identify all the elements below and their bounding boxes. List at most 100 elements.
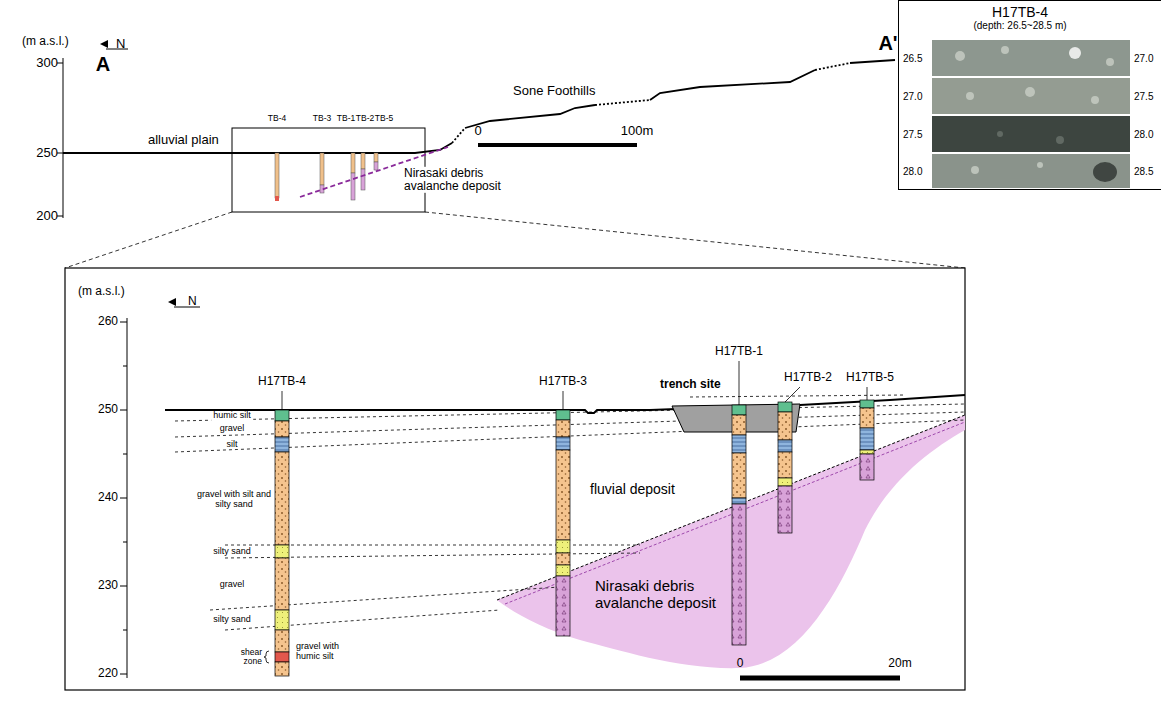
borehole-segment — [778, 412, 792, 440]
borehole-segment — [275, 610, 289, 630]
pebble — [997, 131, 1003, 137]
tick-label: 260 — [98, 315, 118, 328]
pebble — [1001, 46, 1009, 54]
borehole-segment — [275, 652, 289, 662]
borehole-mini — [351, 153, 355, 173]
layer-boundary — [690, 395, 905, 397]
panel-subtitle: (depth: 26.5~28.5 m) — [899, 20, 1161, 32]
borehole-segment — [732, 504, 746, 645]
borehole-segment — [275, 410, 289, 421]
borehole-segment — [275, 662, 289, 676]
layer-label: gravel — [218, 424, 247, 434]
axis-tick — [120, 674, 127, 675]
borehole-segment — [556, 565, 570, 576]
borehole-segment — [556, 576, 570, 636]
axis-tick — [123, 542, 127, 543]
layer-boundary — [210, 587, 560, 610]
pebble — [1037, 162, 1043, 168]
elevation-axis — [63, 58, 64, 218]
layer-label: gravel with humic silt — [296, 642, 358, 662]
leader-line — [282, 391, 283, 410]
inset-frame — [232, 128, 425, 212]
pebble — [1091, 96, 1099, 104]
topographic-profile — [63, 143, 452, 153]
borehole-mini — [361, 153, 365, 169]
landform-label: Sone Foothills — [513, 84, 595, 98]
core-photo — [932, 40, 1130, 76]
depth-label: 28.0 — [903, 166, 922, 177]
borehole-segment — [860, 428, 874, 450]
axis-ticks — [120, 322, 127, 674]
tick-label: 250 — [36, 146, 58, 160]
pebble — [1056, 136, 1064, 144]
borehole-label: H17TB-1 — [715, 345, 763, 358]
axis-tick — [120, 498, 127, 499]
borehole-segment — [778, 402, 792, 412]
north-label: N — [188, 295, 197, 308]
core-photo — [932, 78, 1130, 114]
leader-line — [563, 391, 564, 410]
section-end: A' — [878, 32, 897, 54]
tick-label: 240 — [98, 491, 118, 504]
scale-label: 0 — [474, 124, 481, 138]
pebble — [955, 51, 965, 61]
borehole-label: TB-2 — [356, 114, 374, 123]
borehole-segment — [778, 486, 792, 533]
deposit-label: Nirasaki debris avalanche deposit — [402, 167, 516, 193]
axis-title: (m a.s.l.) — [78, 285, 125, 298]
borehole-label: H17TB-5 — [846, 371, 894, 384]
axis-tick — [123, 366, 127, 367]
north-arrow — [100, 40, 108, 48]
layer-label: humic silt — [211, 411, 253, 421]
borehole-segment — [778, 478, 792, 486]
zoom-line — [425, 212, 965, 268]
borehole-segment — [732, 498, 746, 504]
pebble — [971, 166, 979, 174]
borehole-label: H17TB-3 — [539, 375, 587, 388]
deposit-label: Nirasaki debris avalanche deposit — [595, 578, 730, 611]
borehole-segment — [556, 540, 570, 553]
leader-line — [867, 387, 868, 400]
borehole-segment — [556, 553, 570, 565]
pebble — [1025, 87, 1035, 97]
borehole-segment — [860, 400, 874, 408]
borehole-segment — [275, 545, 289, 558]
borehole-label: H17TB-2 — [784, 371, 832, 384]
core-photo-panel: H17TB-4(depth: 26.5~28.5 m) — [898, 0, 1161, 190]
borehole-segment — [556, 410, 570, 420]
borehole-mini — [374, 162, 378, 170]
topographic-profile — [465, 105, 595, 128]
scale-label: 20m — [888, 657, 911, 670]
core-photo — [932, 154, 1130, 188]
borehole-segment — [778, 452, 792, 478]
scale-label: 0 — [737, 657, 744, 670]
pebble — [966, 92, 974, 100]
unit-label: fluvial deposit — [590, 482, 675, 497]
axis-tick — [120, 586, 127, 587]
borehole-mini — [374, 153, 378, 162]
borehole-segment — [732, 453, 746, 498]
detail-frame — [65, 268, 965, 690]
borehole-columns — [275, 400, 874, 676]
pebble — [1106, 58, 1114, 66]
scale-label: 100m — [621, 124, 654, 138]
axis-title: (m a.s.l.) — [22, 35, 69, 48]
core-pebbles — [955, 46, 1117, 182]
layer-label: gravel with silt and silty sand — [194, 490, 274, 510]
topographic-profile — [850, 60, 895, 63]
borehole-mini — [361, 169, 365, 190]
tick-label: 300 — [36, 56, 58, 70]
leader-line — [739, 361, 740, 405]
borehole-segment — [556, 437, 570, 450]
zoom-line — [65, 212, 232, 268]
scale-bar — [740, 676, 900, 681]
borehole-label: TB-5 — [375, 114, 393, 123]
depth-label: 26.5 — [903, 53, 922, 64]
borehole-mini — [320, 153, 324, 185]
borehole-label: TB-1 — [337, 114, 355, 123]
landform-label: alluvial plain — [148, 133, 219, 147]
layer-label: gravel — [218, 580, 247, 590]
depth-label: 28.0 — [1134, 129, 1153, 140]
borehole-segment — [275, 558, 289, 610]
